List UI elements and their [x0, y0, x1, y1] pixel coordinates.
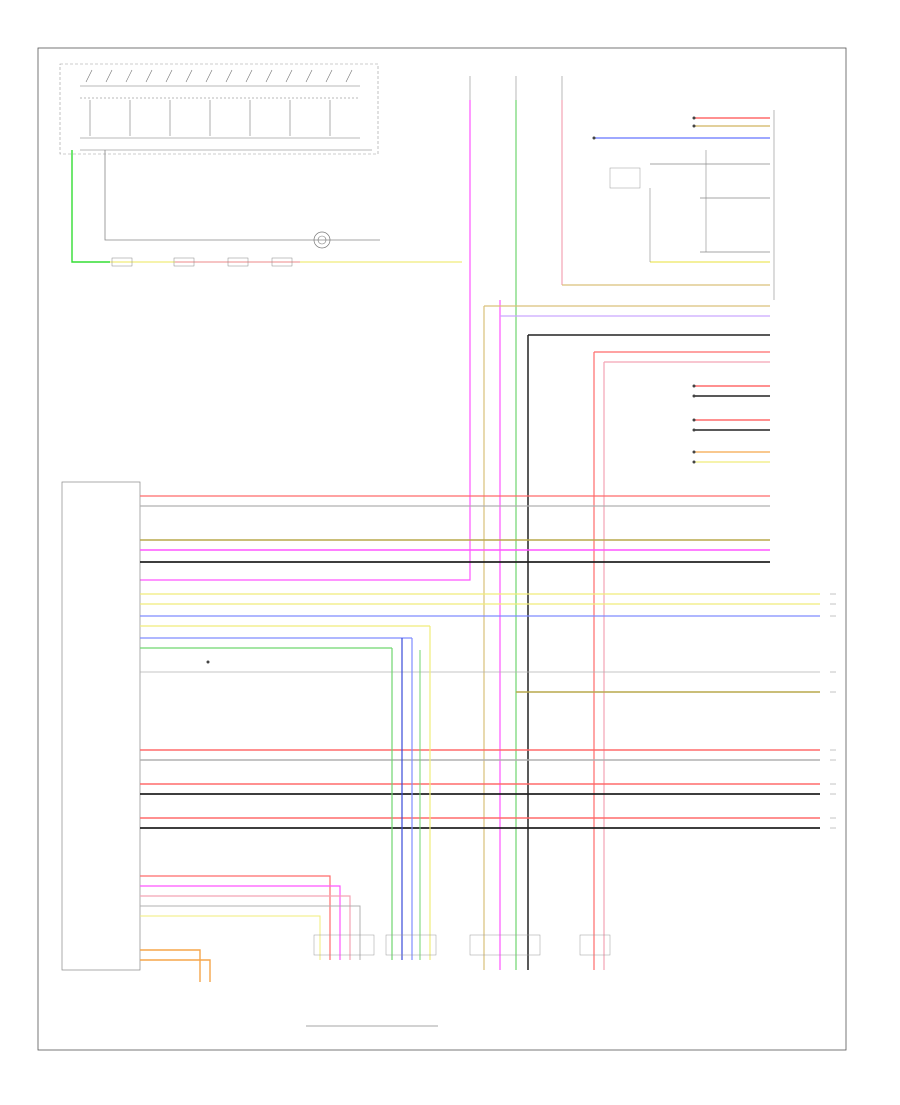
bus-wires	[140, 495, 820, 829]
right-module-top	[594, 110, 775, 300]
switch-bank-group	[59, 63, 379, 155]
lower-left-wires	[140, 875, 361, 982]
left-module-box	[61, 481, 141, 971]
connector-mark	[111, 257, 133, 267]
left-module	[61, 481, 141, 971]
diagram-frame	[37, 47, 847, 1051]
connector-mark	[173, 257, 195, 267]
fuse-feeds	[469, 76, 563, 100]
right-module-mid	[593, 351, 770, 970]
wire-magenta-vertical	[140, 100, 471, 581]
connector-mark	[227, 257, 249, 267]
wire-green-left	[71, 150, 110, 263]
wire-gray-left	[104, 150, 380, 241]
lower-connectors	[306, 934, 611, 1027]
lower-verticals	[391, 626, 431, 960]
clock-spring-symbol	[313, 231, 331, 249]
splice-dots	[206, 116, 696, 664]
clock-spring-symbol-inner	[317, 235, 327, 245]
right-edge-ticks	[830, 593, 836, 829]
switch-bank-outline	[59, 63, 379, 155]
connector-mark	[271, 257, 293, 267]
